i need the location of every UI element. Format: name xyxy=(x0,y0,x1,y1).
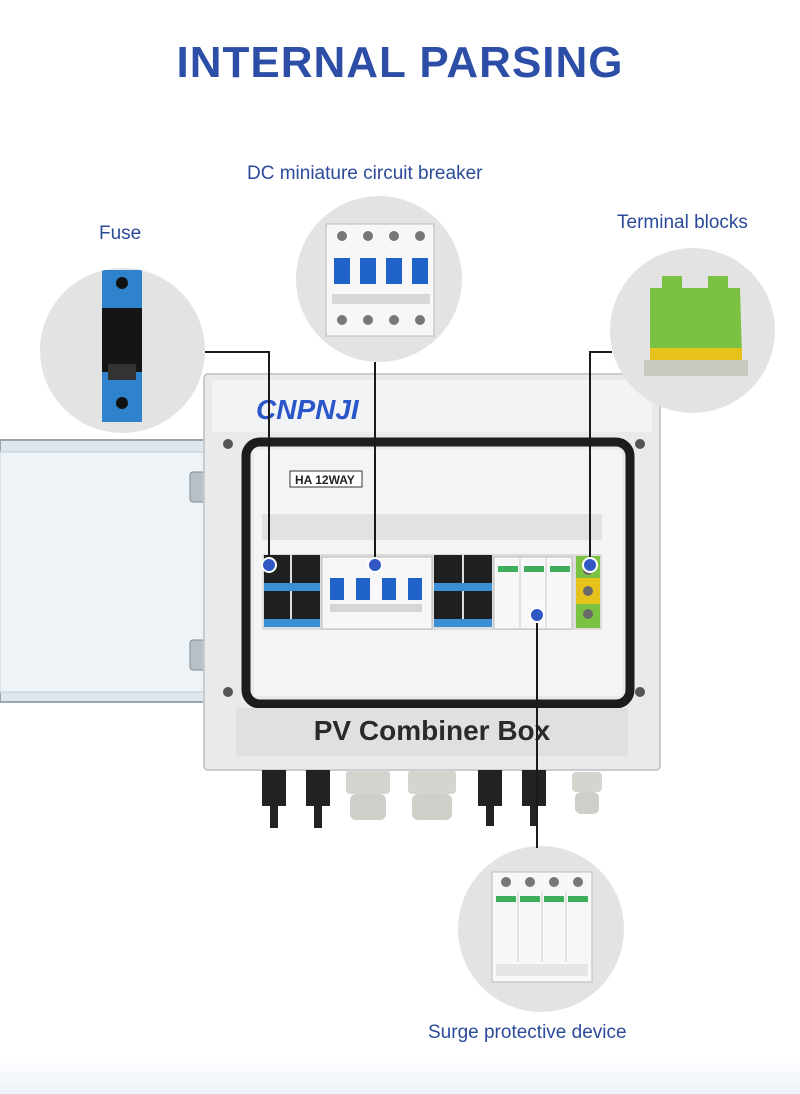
callout-label-spd: Surge protective device xyxy=(428,1022,627,1043)
terminal-block-image xyxy=(644,276,748,376)
mcb-image xyxy=(325,223,435,337)
spd-leader xyxy=(536,615,538,848)
bottom-connectors xyxy=(262,770,602,828)
fuse-zoom-circle xyxy=(40,268,205,433)
brand-logo: CNPNJI xyxy=(256,394,360,425)
terminal-callout-dot xyxy=(582,557,598,573)
open-door xyxy=(0,439,219,703)
model-tag: HA 12WAY xyxy=(295,473,355,487)
mcb-leader xyxy=(374,362,376,565)
terminal-zoom-circle xyxy=(610,248,775,413)
terminal-leader-horizontal xyxy=(590,351,612,353)
callout-label-mcb: DC miniature circuit breaker xyxy=(247,163,483,184)
fuse-leader-horizontal xyxy=(205,351,269,353)
fuse-callout-dot xyxy=(261,557,277,573)
fuse-image xyxy=(102,270,142,422)
page-title: INTERNAL PARSING xyxy=(176,38,624,87)
fuse-leader-vertical xyxy=(268,351,270,565)
callout-label-terminal: Terminal blocks xyxy=(617,212,748,233)
callout-label-fuse: Fuse xyxy=(99,223,142,244)
spd-callout-dot xyxy=(529,607,545,623)
box-label: PV Combiner Box xyxy=(314,715,551,746)
terminal-leader-vertical xyxy=(589,351,591,565)
mcb-zoom-circle xyxy=(296,196,462,362)
spd-image xyxy=(491,871,593,983)
mcb-callout-dot xyxy=(367,557,383,573)
page-background-fade xyxy=(0,1054,800,1094)
spd-zoom-circle xyxy=(458,846,624,1012)
